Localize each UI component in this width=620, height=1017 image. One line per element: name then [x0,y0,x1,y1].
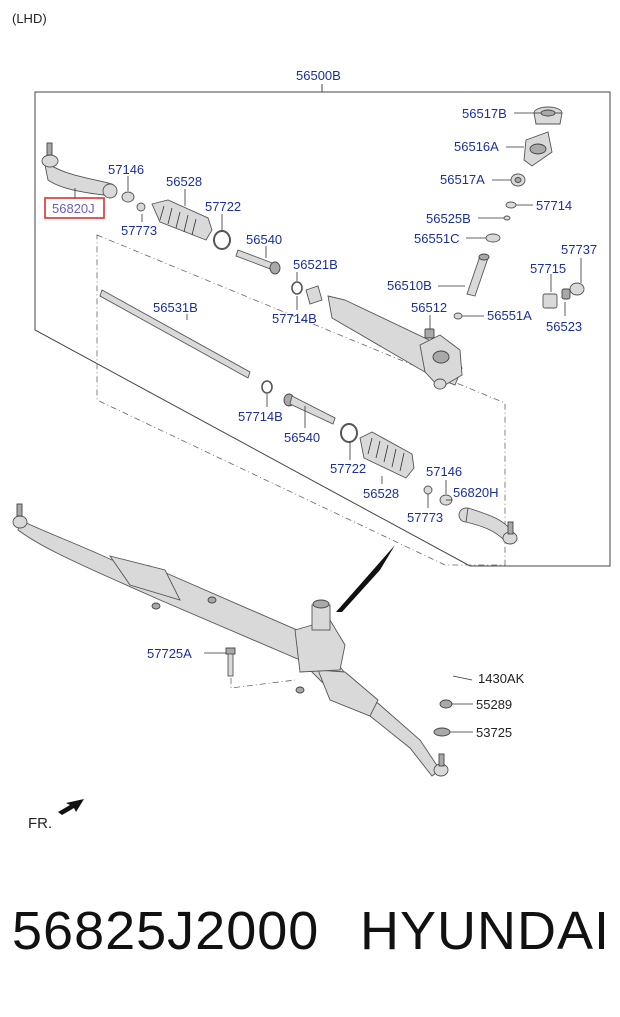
part-number: 56825J2000 [12,901,320,961]
label-56528-top[interactable]: 56528 [166,174,202,189]
label-57773-bottom[interactable]: 57773 [407,510,443,525]
label-56540-top[interactable]: 56540 [246,232,282,247]
clamp-57722-bottom[interactable] [340,423,358,443]
detail-pointer-icon [336,545,395,612]
clip-57773-bottom[interactable] [423,485,433,495]
inner-tie-rod-56540-bottom[interactable] [283,393,336,425]
label-1430AK[interactable]: 1430AK [478,671,525,686]
label-57715[interactable]: 57715 [530,261,566,276]
mount-bushing-56517B[interactable] [533,106,563,125]
rack-housing[interactable] [327,295,463,390]
label-56820J[interactable]: 56820J [52,201,95,216]
clip-57714B-bottom[interactable] [261,380,273,394]
brand-name: HYUNDAI [360,901,611,961]
label-56551A[interactable]: 56551A [487,308,532,323]
clip-57773-top[interactable] [136,202,146,212]
label-56540-bottom[interactable]: 56540 [284,430,320,445]
label-56521B[interactable]: 56521B [293,257,338,272]
label-56516A[interactable]: 56516A [454,139,499,154]
spring-56523[interactable] [561,288,571,300]
nut-56512[interactable] [424,328,435,339]
pinion-shaft-56510B[interactable] [466,253,490,297]
label-57722-top[interactable]: 57722 [205,199,241,214]
label-56517B[interactable]: 56517B [462,106,507,121]
label-57722-bottom[interactable]: 57722 [330,461,366,476]
label-56510B[interactable]: 56510B [387,278,432,293]
assembly-label[interactable]: 56500B [296,68,341,83]
assembly-frame: 56500B [34,68,611,567]
mount-clamp-56516A[interactable] [523,131,553,167]
oring-56551A[interactable] [453,312,463,320]
inner-tie-rod-56540-top[interactable] [235,249,281,275]
leader-lines [74,112,582,733]
label-56517A[interactable]: 56517A [440,172,485,187]
bush-56521B[interactable] [305,285,323,305]
locknut-57146-top[interactable] [121,191,135,203]
highlight-box-56820J [44,197,105,219]
clip-57714B-top[interactable] [291,281,303,295]
tie-rod-end-56820J[interactable] [41,142,118,199]
label-57725A[interactable]: 57725A [147,646,192,661]
label-56523[interactable]: 56523 [546,319,582,334]
label-57737[interactable]: 57737 [561,242,597,257]
front-arrow-icon [58,799,84,815]
footer: 56825J2000 HYUNDAI [0,900,620,980]
label-57146-bottom[interactable]: 57146 [426,464,462,479]
label-55289[interactable]: 55289 [476,697,512,712]
yoke-57715[interactable] [542,293,558,309]
label-56531B[interactable]: 56531B [153,300,198,315]
bellows-boot-56528-bottom[interactable] [359,431,415,479]
oring-56551C[interactable] [485,233,501,243]
label-57714-top[interactable]: 57714 [536,198,572,213]
mount-bushing-56517A[interactable] [510,173,526,187]
bolt-guide-line [230,678,296,689]
label-57714B-top[interactable]: 57714B [272,311,317,326]
label-56528-bottom[interactable]: 56528 [363,486,399,501]
front-orientation-label: FR. [28,815,52,832]
parts-diagram: (LHD) 56500B [12,11,611,832]
label-57773-top[interactable]: 57773 [121,223,157,238]
seal-56525B[interactable] [503,215,511,221]
variant-label: (LHD) [12,11,47,26]
nut-53725[interactable] [433,727,451,737]
cap-57737[interactable] [569,282,585,296]
label-57146-top[interactable]: 57146 [108,162,144,177]
label-56820H[interactable]: 56820H [453,485,499,500]
label-57714B-bottom[interactable]: 57714B [238,409,283,424]
label-53725[interactable]: 53725 [476,725,512,740]
tie-rod-end-56820H[interactable] [458,507,518,545]
bolt-57725A[interactable] [225,647,236,677]
clip-57714[interactable] [505,201,517,209]
label-56551C[interactable]: 56551C [414,231,460,246]
bellows-boot-56528-top[interactable] [151,199,213,241]
label-56512[interactable]: 56512 [411,300,447,315]
washer-55289[interactable] [439,699,453,709]
rack-bar-56531B[interactable] [99,289,251,379]
leader-1430AK [452,675,473,681]
clamp-57722-top[interactable] [213,230,231,250]
label-56525B[interactable]: 56525B [426,211,471,226]
steering-gear-assembly[interactable] [12,503,449,777]
